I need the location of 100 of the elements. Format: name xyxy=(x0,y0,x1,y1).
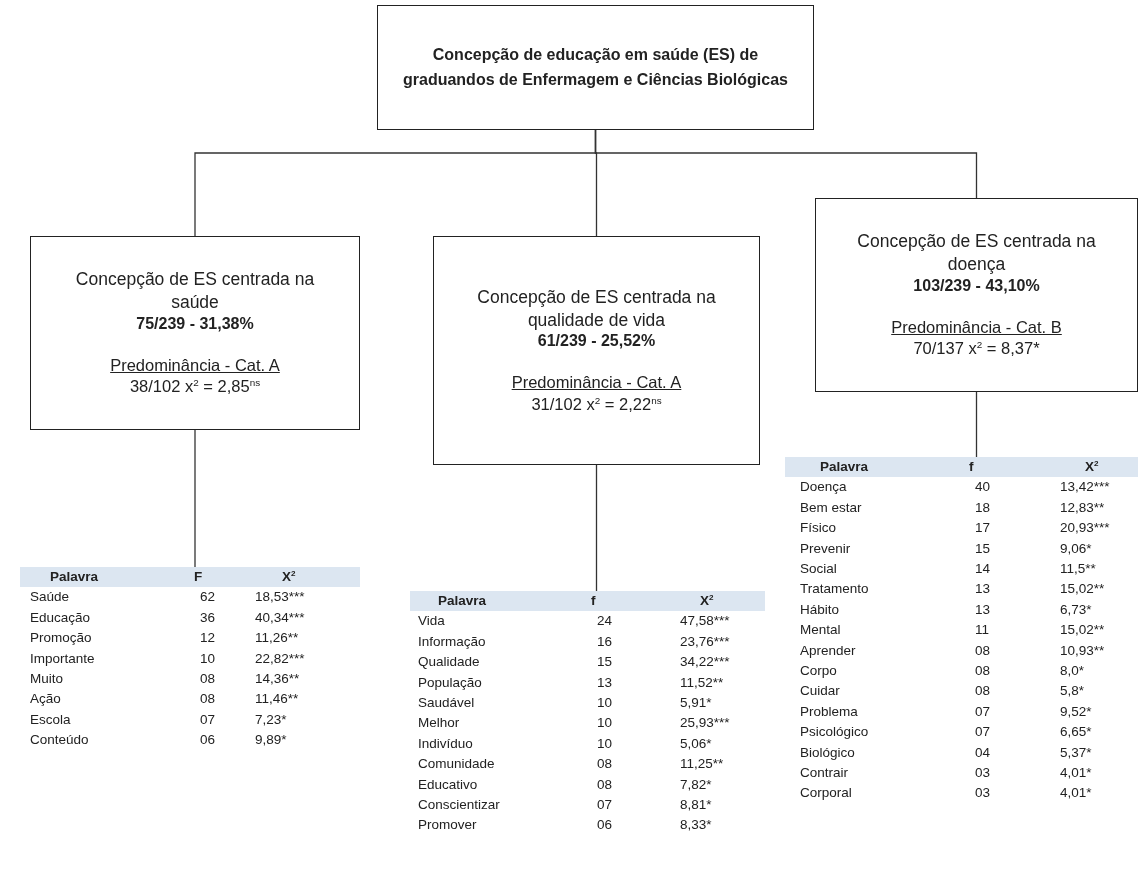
word-text: Educação xyxy=(30,608,91,627)
chi-square-value: 15,02** xyxy=(1060,621,1105,640)
category-box xyxy=(433,236,760,465)
word-text: Corporal xyxy=(800,784,852,803)
word-text: Mental xyxy=(800,621,841,640)
count-percentage: 61/239 - 25,52% xyxy=(537,331,656,352)
frequency-value: 10 xyxy=(597,694,613,712)
chi-square-value: 40,34*** xyxy=(255,608,305,627)
column-header: f xyxy=(591,592,596,610)
word-text: Escola xyxy=(30,710,71,729)
frequency-value: 18 xyxy=(975,498,991,517)
column-header: f xyxy=(969,458,974,476)
connector-line xyxy=(595,464,598,592)
word-text: Saúde xyxy=(30,588,70,607)
word-text: Conteúdo xyxy=(30,731,89,750)
chi-square-result: 70/137 x$^{2}$ = 8,37* xyxy=(913,338,1040,360)
chi-square-value: 6,65* xyxy=(1060,723,1092,742)
frequency-value: 08 xyxy=(975,641,991,660)
frequency-value: 08 xyxy=(200,670,216,688)
word-text: Bem estar xyxy=(800,498,862,517)
column-header: X$^{2}$ xyxy=(1085,457,1099,476)
chi-square-value: 9,89* xyxy=(255,731,287,750)
frequency-value: 07 xyxy=(200,710,216,729)
chi-square-value: 34,22*** xyxy=(680,653,730,672)
frequency-value: 13 xyxy=(975,580,991,599)
frequency-value: 13 xyxy=(597,673,613,692)
word-text: Biológico xyxy=(800,743,855,762)
category-title: Concepção de ES centrada na saúde xyxy=(74,268,316,314)
connector-line xyxy=(194,429,196,568)
chi-square-value: 47,58*** xyxy=(680,612,730,631)
frequency-value: 10 xyxy=(597,714,613,733)
category-title: Concepção de ES centrada na doença xyxy=(856,230,1097,276)
word-text: Promover xyxy=(418,816,477,835)
frequency-value: 08 xyxy=(975,682,991,701)
column-header: F xyxy=(194,568,203,586)
column-header: Palavra xyxy=(438,592,487,610)
frequency-value: 08 xyxy=(597,775,613,794)
chi-square-value: 20,93*** xyxy=(1060,519,1110,538)
word-text: Hábito xyxy=(800,600,840,619)
frequency-value: 40 xyxy=(975,478,991,497)
word-text: Psicológico xyxy=(800,723,869,742)
chi-square-value: 9,06* xyxy=(1060,539,1092,558)
title-box xyxy=(377,5,814,130)
word-text: Informação xyxy=(418,632,486,651)
count-percentage: 75/239 - 31,38% xyxy=(136,313,254,334)
column-header: Palavra xyxy=(820,458,869,476)
frequency-value: 07 xyxy=(597,796,613,814)
word-text: Social xyxy=(800,560,837,578)
category-title: Concepção de ES centrada na qualidade de vida xyxy=(476,285,717,332)
chi-square-result: 31/102 x$^{2}$ = 2,22$^{ns}$ xyxy=(531,393,662,415)
frequency-value: 15 xyxy=(597,653,613,672)
chi-square-value: 4,01* xyxy=(1060,784,1092,803)
word-text: Cuidar xyxy=(800,682,840,701)
frequency-value: 17 xyxy=(975,519,991,538)
chi-square-value: 5,06* xyxy=(680,734,712,753)
chi-square-value: 8,81* xyxy=(680,796,712,814)
frequency-value: 15 xyxy=(975,539,991,558)
frequency-value: 10 xyxy=(200,649,216,668)
frequency-value: 06 xyxy=(597,816,613,835)
predominance-label: Predominância - Cat. B xyxy=(891,316,1062,338)
frequency-value: 06 xyxy=(200,731,216,750)
category-box xyxy=(30,236,360,430)
frequency-value: 08 xyxy=(975,662,991,680)
chi-square-value: 13,42*** xyxy=(1060,478,1110,497)
chi-square-value: 6,73* xyxy=(1060,600,1092,619)
word-text: Aprender xyxy=(800,641,856,660)
frequency-value: 04 xyxy=(975,743,991,762)
frequency-value: 07 xyxy=(975,723,991,742)
chi-square-value: 8,0* xyxy=(1060,662,1085,680)
connector-line xyxy=(594,129,978,199)
chi-square-value: 8,33* xyxy=(680,816,712,835)
frequency-value: 07 xyxy=(975,702,991,721)
frequency-value: 62 xyxy=(200,588,216,607)
word-text: Vida xyxy=(418,612,445,631)
chi-square-value: 5,37* xyxy=(1060,743,1092,762)
chi-square-value: 12,83** xyxy=(1060,498,1105,517)
frequency-value: 03 xyxy=(975,764,991,782)
chi-square-value: 5,91* xyxy=(680,694,712,712)
predominance-label: Predominância - Cat. A xyxy=(110,354,280,376)
word-text: Tratamento xyxy=(800,580,869,599)
word-text: Corpo xyxy=(800,662,837,680)
chi-square-value: 18,53*** xyxy=(255,588,305,607)
chi-square-value: 15,02** xyxy=(1060,580,1105,599)
chi-square-value: 11,25** xyxy=(680,755,724,774)
chi-square-value: 10,93** xyxy=(1060,641,1105,660)
chi-square-value: 25,93*** xyxy=(680,714,730,733)
word-text: Promoção xyxy=(30,629,92,648)
word-text: Muito xyxy=(30,670,63,688)
frequency-value: 11 xyxy=(975,621,989,640)
chi-square-value: 23,76*** xyxy=(680,632,730,651)
word-text: Ação xyxy=(30,690,61,709)
word-text: População xyxy=(418,673,482,692)
word-text: Comunidade xyxy=(418,755,495,774)
chi-square-value: 7,23* xyxy=(255,710,287,729)
chi-square-value: 11,46** xyxy=(255,690,299,709)
frequency-value: 08 xyxy=(200,690,216,709)
chi-square-result: 38/102 x$^{2}$ = 2,85$^{ns}$ xyxy=(129,376,261,398)
connector-line xyxy=(975,391,978,458)
word-text: Doença xyxy=(800,478,847,497)
column-header: Palavra xyxy=(50,568,99,586)
